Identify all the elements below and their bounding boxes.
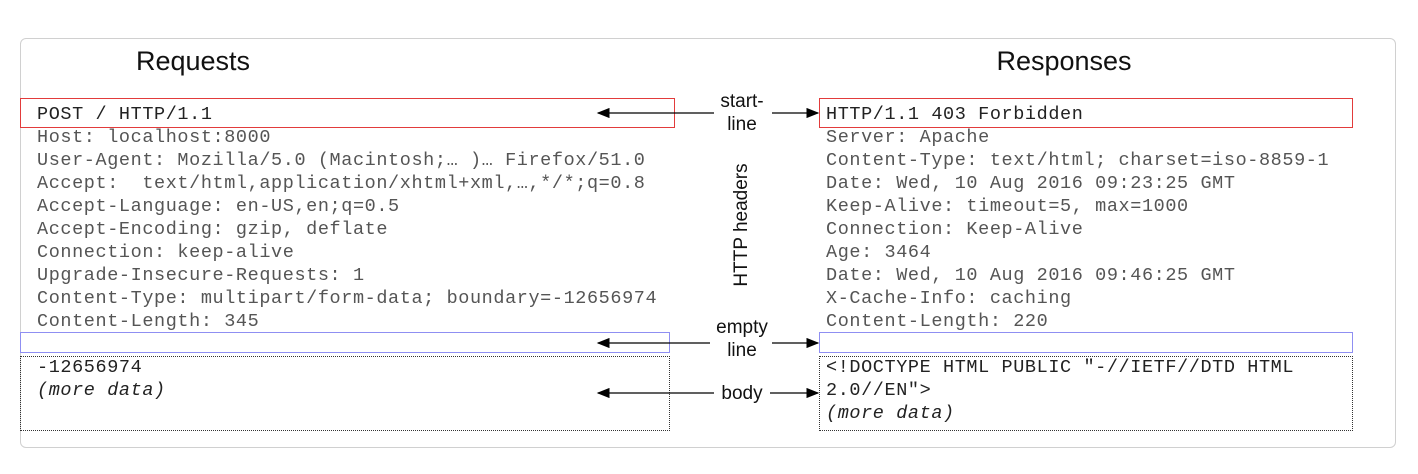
empty-line-label-2: line <box>727 340 757 361</box>
response-header: Age: 3464 <box>826 242 932 263</box>
response-start-line: HTTP/1.1 403 Forbidden <box>826 104 1084 125</box>
request-body: -12656974 (more data) <box>37 356 166 402</box>
response-header: Date: Wed, 10 Aug 2016 09:23:25 GMT <box>826 173 1236 194</box>
request-header: Host: localhost:8000 <box>37 127 272 148</box>
body-label: body <box>721 383 763 404</box>
start-line-label-2: line <box>727 114 757 135</box>
request-header: Accept-Encoding: gzip, deflate <box>37 219 389 240</box>
request-header: Connection: keep-alive <box>37 242 295 263</box>
response-header: Server: Apache <box>826 127 990 148</box>
response-start-line-box <box>819 98 1353 128</box>
request-header: Upgrade-Insecure-Requests: 1 <box>37 265 365 286</box>
response-body-line: <!DOCTYPE HTML PUBLIC "-//IETF//DTD HTML <box>826 357 1295 378</box>
request-header: Accept: text/html,application/xhtml+xml,… <box>37 173 646 194</box>
request-body-more: (more data) <box>37 380 166 401</box>
request-header: Content-Type: multipart/form-data; bound… <box>37 288 658 309</box>
response-header: Content-Type: text/html; charset=iso-885… <box>826 150 1330 171</box>
request-start-line: POST / HTTP/1.1 <box>37 104 213 125</box>
response-header: Keep-Alive: timeout=5, max=1000 <box>826 196 1189 217</box>
start-line-label: start- line <box>712 90 772 136</box>
start-line-label-1: start- <box>720 91 764 112</box>
response-body-box <box>819 356 1353 431</box>
request-body-line: -12656974 <box>37 357 143 378</box>
empty-line-label: empty line <box>712 316 772 362</box>
request-header: Accept-Language: en-US,en;q=0.5 <box>37 196 400 217</box>
response-header: Content-Length: 220 <box>826 311 1049 332</box>
response-body-line: 2.0//EN"> <box>826 380 932 401</box>
response-body-more: (more data) <box>826 403 955 424</box>
request-header: Content-Length: 345 <box>37 311 260 332</box>
response-empty-line-box <box>819 332 1353 353</box>
http-headers-label: HTTP headers <box>731 163 752 287</box>
response-message: HTTP/1.1 403 Forbidden Server: Apache Co… <box>826 103 1329 333</box>
diagram-frame <box>20 38 1396 448</box>
request-header: User-Agent: Mozilla/5.0 (Macintosh;… )… … <box>37 150 646 171</box>
responses-title: Responses <box>996 46 1132 76</box>
response-body: <!DOCTYPE HTML PUBLIC "-//IETF//DTD HTML… <box>826 356 1294 425</box>
request-message: POST / HTTP/1.1 Host: localhost:8000 Use… <box>37 103 657 333</box>
requests-title: Requests <box>135 46 251 76</box>
response-header: Date: Wed, 10 Aug 2016 09:46:25 GMT <box>826 265 1236 286</box>
response-header: X-Cache-Info: caching <box>826 288 1072 309</box>
empty-line-label-1: empty <box>716 317 768 338</box>
response-header: Connection: Keep-Alive <box>826 219 1084 240</box>
